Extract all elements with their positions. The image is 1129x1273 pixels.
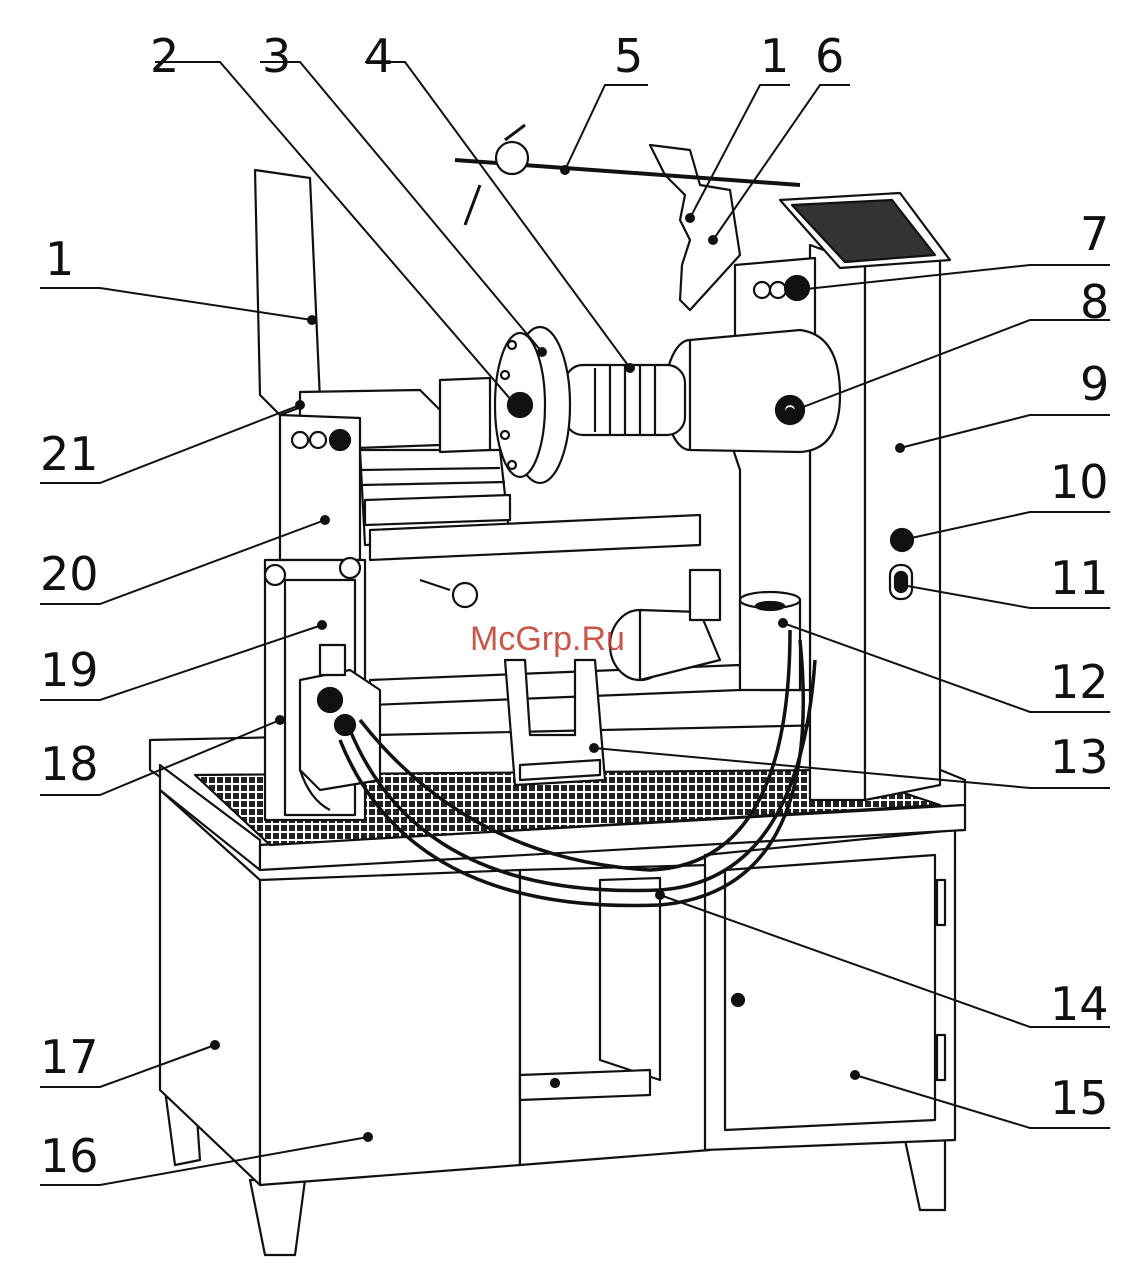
label-2: 2 bbox=[150, 29, 179, 83]
label-17: 17 bbox=[40, 1030, 99, 1084]
label-8: 8 bbox=[1080, 275, 1109, 329]
label-12: 12 bbox=[1050, 655, 1109, 709]
cross-bar bbox=[370, 515, 740, 705]
spindle-housing bbox=[665, 330, 840, 452]
label-15: 15 bbox=[1050, 1071, 1109, 1125]
label-3: 3 bbox=[262, 29, 291, 83]
bellows bbox=[565, 365, 685, 435]
label-19: 19 bbox=[40, 643, 99, 697]
label-5: 5 bbox=[614, 29, 643, 83]
label-9: 9 bbox=[1080, 357, 1109, 411]
roller bbox=[610, 570, 720, 680]
label-4: 4 bbox=[364, 29, 393, 83]
label-21: 21 bbox=[40, 427, 99, 481]
center-panel bbox=[520, 865, 710, 1165]
dial-indicator bbox=[455, 125, 800, 225]
label-10: 10 bbox=[1050, 455, 1109, 509]
label-13: 13 bbox=[1050, 730, 1109, 784]
label-1-top: 1 bbox=[760, 29, 789, 83]
machine-drawing bbox=[150, 125, 965, 1255]
label-14: 14 bbox=[1050, 977, 1109, 1031]
rotor-disc bbox=[495, 327, 570, 483]
label-16: 16 bbox=[40, 1129, 99, 1183]
label-7: 7 bbox=[1080, 207, 1109, 261]
label-6: 6 bbox=[815, 29, 844, 83]
label-11: 11 bbox=[1050, 551, 1109, 605]
right-cabinet bbox=[705, 830, 955, 1150]
label-1-left: 1 bbox=[45, 232, 74, 286]
label-18: 18 bbox=[40, 737, 99, 791]
label-20: 20 bbox=[40, 547, 99, 601]
watermark: McGrp.Ru bbox=[470, 620, 625, 658]
